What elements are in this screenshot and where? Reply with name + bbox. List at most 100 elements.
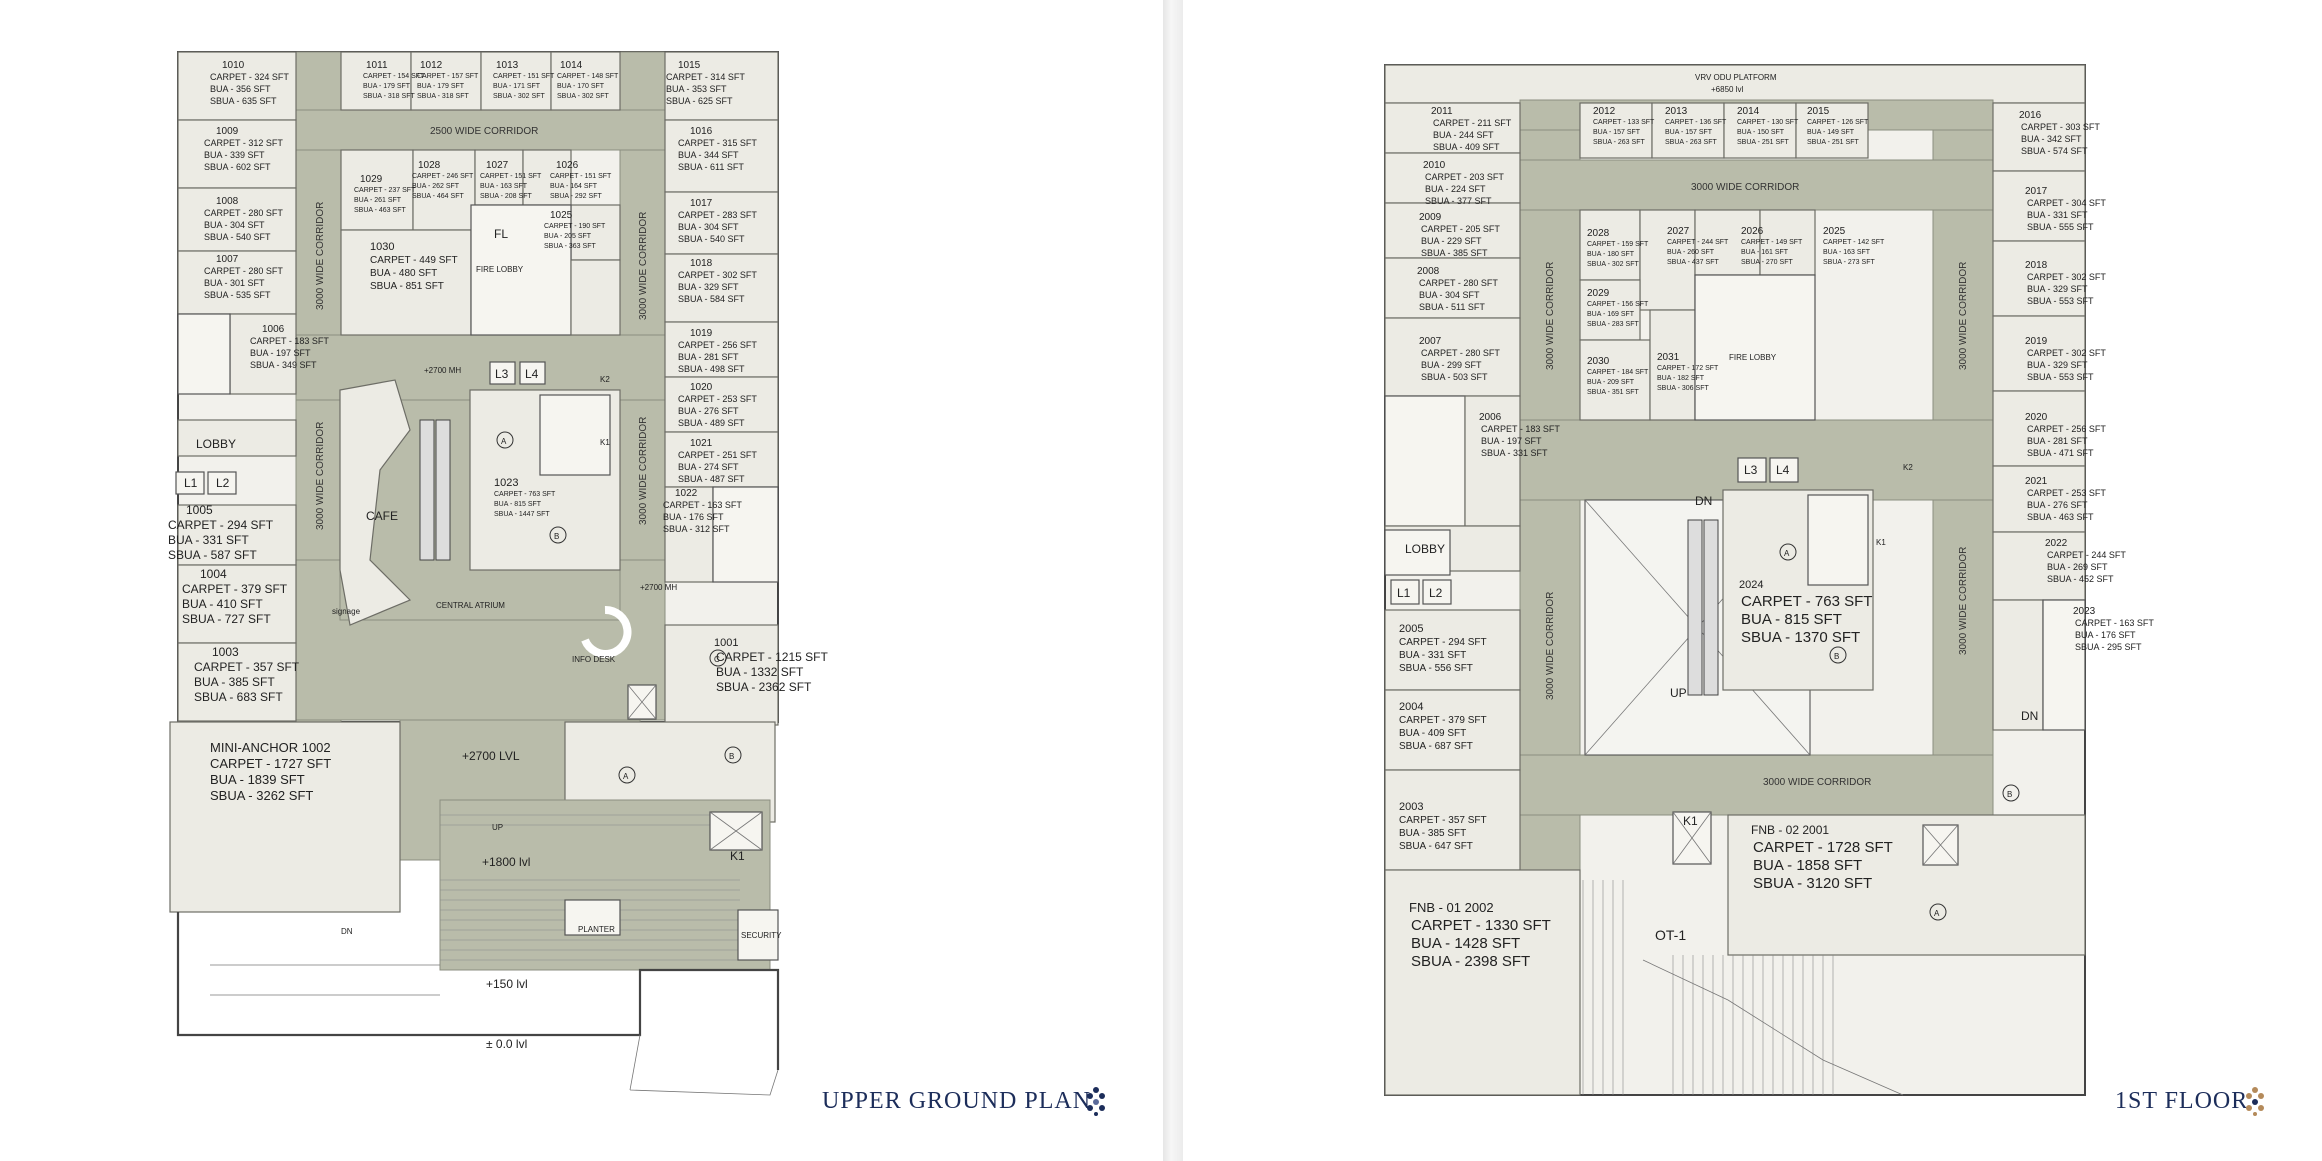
unit-area-line: BUA - 262 SFT (412, 183, 460, 190)
unit-area-line: SBUA - 302 SFT (1587, 261, 1639, 268)
unit-area-line: BUA - 157 SFT (1665, 129, 1713, 136)
unit-area-line: CARPET - 302 SFT (2027, 272, 2106, 282)
unit-area-line: SBUA - 351 SFT (1587, 389, 1639, 396)
unit-number: 2013 (1665, 106, 1688, 117)
level-label: +1800 lvl (482, 855, 530, 869)
unit-number: 2008 (1417, 266, 1440, 277)
unit-number: 2019 (2025, 336, 2048, 347)
unit-number: 1011 (366, 60, 388, 71)
unit-area-line: BUA - 342 SFT (2021, 134, 2082, 144)
unit-number: 1020 (690, 382, 713, 393)
unit-area-line: SBUA - 535 SFT (204, 290, 271, 300)
unit-number: 1004 (200, 567, 227, 581)
unit-area-line: CARPET - 159 SFT (1587, 241, 1649, 248)
unit-area-line: CARPET - 256 SFT (2027, 424, 2106, 434)
unit-area-line: BUA - 331 SFT (1399, 650, 1466, 661)
unit-area-line: BUA - 385 SFT (194, 675, 275, 689)
upper-ground-floor-plan: 2500 WIDE CORRIDOR 3000 WIDE CORRIDOR 30… (168, 51, 828, 1096)
zone-label: C (714, 655, 720, 664)
unit-area-line: SBUA - 283 SFT (1587, 321, 1639, 328)
unit-area-line: SBUA - 584 SFT (678, 294, 745, 304)
unit-area-line: BUA - 281 SFT (678, 352, 739, 362)
lift-label: L3 (1744, 463, 1758, 477)
unit-number: 2020 (2025, 412, 2048, 423)
plan-title: 1ST FLOOR (2115, 1088, 2249, 1114)
unit-area-line: SBUA - 2362 SFT (716, 680, 812, 694)
unit-area-line: CARPET - 130 SFT (1737, 119, 1799, 126)
lift-label: L1 (184, 476, 198, 490)
unit-area-line: BUA - 169 SFT (1587, 311, 1635, 318)
diamond-dots-icon (2246, 1087, 2264, 1116)
k1-label: K1 (1876, 538, 1886, 547)
zone-label: A (623, 772, 629, 781)
unit-area-line: BUA - 197 SFT (250, 348, 311, 358)
unit-area-line: SBUA - 1370 SFT (1741, 629, 1860, 646)
unit-area-line: CARPET - 303 SFT (2021, 122, 2100, 132)
level-label: +6850 lvl (1711, 85, 1743, 94)
zone-label: A (1934, 909, 1940, 918)
unit-area-line: BUA - 269 SFT (2047, 562, 2108, 572)
unit-number: FNB - 02 2001 (1751, 823, 1829, 837)
first-floor-page: VRV ODU PLATFORM +6850 lvl 3000 WIDE COR… (1183, 0, 2322, 1161)
unit-area-line: CARPET - 324 SFT (210, 72, 289, 82)
corridor-label: 3000 WIDE CORRIDOR (1763, 777, 1871, 788)
unit-number: MINI-ANCHOR 1002 (210, 740, 331, 755)
unit-area-line: CARPET - 246 SFT (412, 173, 474, 180)
unit-area-line: SBUA - 3262 SFT (210, 788, 313, 803)
unit-area-line: CARPET - 379 SFT (182, 582, 288, 596)
unit-area-line: CARPET - 283 SFT (678, 210, 757, 220)
unit-area-line: SBUA - 727 SFT (182, 612, 271, 626)
unit-area-line: SBUA - 270 SFT (1741, 259, 1793, 266)
level-label: +150 lvl (486, 977, 528, 991)
unit-area-line: BUA - 205 SFT (544, 233, 592, 240)
unit-area-line: SBUA - 487 SFT (678, 474, 745, 484)
unit-area-line: BUA - 281 SFT (2027, 436, 2088, 446)
unit-number: 2004 (1399, 701, 1423, 713)
ot-label: OT-1 (1655, 927, 1686, 943)
unit-number: 2030 (1587, 356, 1610, 367)
unit-area-line: SBUA - 574 SFT (2021, 146, 2088, 156)
unit-number: 1009 (216, 126, 239, 137)
unit-area-line: BUA - 176 SFT (663, 512, 724, 522)
unit-area-line: BUA - 163 SFT (1823, 249, 1871, 256)
unit-area-line: BUA - 197 SFT (1481, 436, 1542, 446)
unit-area-line: CARPET - 184 SFT (1587, 369, 1649, 376)
k1-label: K1 (600, 438, 610, 447)
unit-area-line: CARPET - 133 SFT (1593, 119, 1655, 126)
unit-area-line: SBUA - 553 SFT (2027, 296, 2094, 306)
unit-number: 1021 (690, 438, 713, 449)
unit-area-line: SBUA - 306 SFT (1657, 385, 1709, 392)
unit-number: 1028 (418, 160, 441, 171)
unit-area-line: SBUA - 556 SFT (1399, 663, 1473, 674)
central-atrium-label: CENTRAL ATRIUM (436, 601, 505, 610)
unit-area-line: CARPET - 251 SFT (678, 450, 757, 460)
unit-area-line: CARPET - 253 SFT (2027, 488, 2106, 498)
unit-area-line: SBUA - 553 SFT (2027, 372, 2094, 382)
unit-area-line: CARPET - 379 SFT (1399, 715, 1487, 726)
unit-number: 2011 (1431, 106, 1453, 117)
zone-label: A (1784, 549, 1790, 558)
unit-number: 1010 (222, 60, 245, 71)
unit-area-line: CARPET - 280 SFT (204, 208, 283, 218)
corridor-label: 3000 WIDE CORRIDOR (638, 417, 649, 525)
unit-area-line: CARPET - 142 SFT (1823, 239, 1885, 246)
unit-area-line: CARPET - 149 SFT (1741, 239, 1803, 246)
unit-area-line: SBUA - 625 SFT (666, 96, 733, 106)
dn-label: DN (341, 927, 353, 936)
unit-area-line: CARPET - 280 SFT (204, 266, 283, 276)
unit-area-line: BUA - 179 SFT (363, 83, 411, 90)
unit-number: 1003 (212, 645, 239, 659)
unit-number: 1008 (216, 196, 239, 207)
unit-area-line: CARPET - 211 SFT (1433, 118, 1512, 128)
unit-area-line: SBUA - 273 SFT (1823, 259, 1875, 266)
unit-area-line: SBUA - 683 SFT (194, 690, 283, 704)
unit-area-line: BUA - 304 SFT (1419, 290, 1480, 300)
unit-area-line: BUA - 209 SFT (1587, 379, 1635, 386)
lift-label: L2 (216, 476, 230, 490)
unit-number: 2027 (1667, 226, 1690, 237)
unit-area-line: SBUA - 3120 SFT (1753, 875, 1872, 892)
unit-number: 2022 (2045, 538, 2068, 549)
unit-area-line: CARPET - 253 SFT (678, 394, 757, 404)
corridor-label: 3000 WIDE CORRIDOR (1958, 547, 1969, 655)
